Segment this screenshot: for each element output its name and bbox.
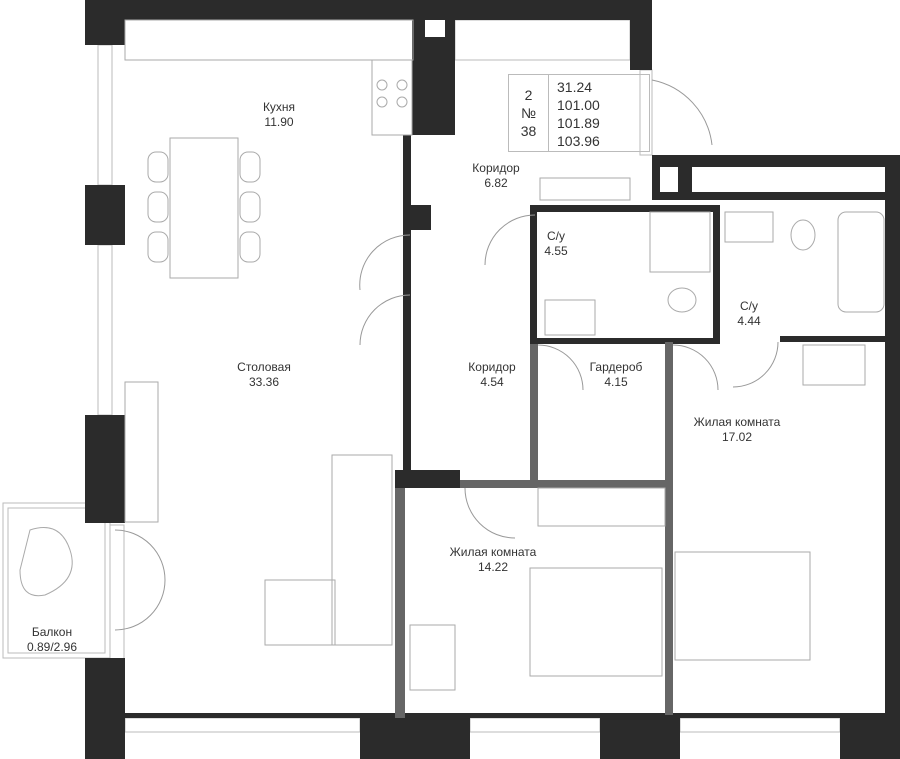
room-area: 6.82 (484, 176, 508, 190)
apartment-info-box: 2 № 38 31.24 101.00 101.89 103.96 (508, 74, 650, 152)
room-area: 33.36 (248, 375, 280, 389)
room-area: 4.44 (737, 314, 761, 328)
area-value: 101.00 (557, 97, 600, 113)
room-name: Коридор (472, 161, 520, 175)
area-value: 101.89 (557, 115, 600, 131)
room-name: Жилая комната (449, 545, 537, 559)
room-name: Гардероб (589, 360, 643, 374)
room-area: 11.90 (264, 115, 294, 129)
area-value: 103.96 (557, 133, 600, 149)
room-name: Балкон (31, 625, 73, 639)
walls (85, 0, 900, 759)
wall-openings (425, 20, 885, 192)
doors (114, 79, 779, 631)
room-name: Кухня (262, 100, 296, 114)
room-area: 17.02 (721, 430, 753, 444)
rooms-count: 2 (524, 87, 533, 103)
apartment-number: 38 (520, 123, 537, 139)
partitions (395, 342, 673, 718)
furniture (19, 19, 885, 691)
room-name: С/у (546, 229, 565, 243)
room-name: С/у (739, 299, 758, 313)
room-area: 4.55 (544, 244, 568, 258)
room-area: 4.54 (480, 375, 504, 389)
room-name: Столовая (237, 360, 291, 374)
room-area: 14.22 (477, 560, 509, 574)
room-name: Жилая комната (693, 415, 781, 429)
room-area: 4.15 (604, 375, 628, 389)
area-value: 31.24 (557, 79, 593, 95)
number-sign: № (520, 105, 537, 121)
room-area: 0.89/2.96 (26, 640, 78, 654)
room-name: Коридор (468, 360, 516, 374)
